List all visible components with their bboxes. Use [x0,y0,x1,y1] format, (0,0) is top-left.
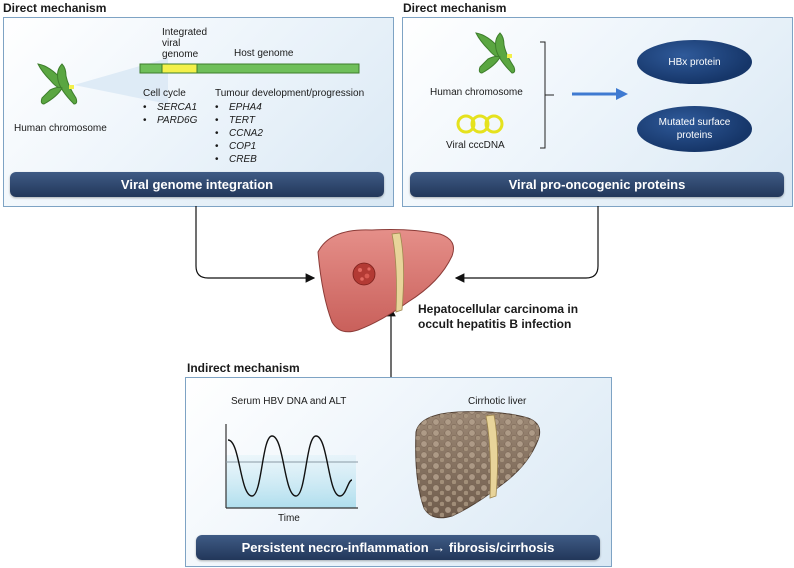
hcc-title: Hepatocellular carcinoma in occult hepat… [418,302,578,332]
necro-inflammation-banner: Persistent necro-inflammation → fibrosis… [196,535,600,560]
mutated-label-line-1: Mutated surface [658,117,731,128]
mutated-surface-proteins-oval: Mutated surface proteins [637,106,752,152]
bracket [540,41,554,149]
graph-title: Serum HBV DNA and ALT [231,396,347,407]
integrated-label-line-2: viral [162,38,181,49]
tumour-gene-list: •EPHA4 •TERT •CCNA2 •COP1 •CREB [215,101,263,166]
left-connector-arrow [195,206,316,283]
integrated-label-line-3: genome [162,49,199,60]
host-genome-label: Host genome [234,48,294,59]
list-item: •SERCA1 [143,102,198,113]
hcc-title-line-2: occult hepatitis B infection [418,317,572,331]
cirrhotic-liver-label: Cirrhotic liver [468,396,527,407]
tumour-title: Tumour development/progression [215,88,365,99]
human-chromosome-label-right: Human chromosome [430,87,523,98]
integrated-viral-genome-label: Integrated viral genome [162,27,207,60]
viral-genome-integration-banner: Viral genome integration [10,172,384,197]
cccdna-icon [456,114,504,134]
host-genome-bar [139,63,360,74]
blue-arrow-icon [572,88,628,100]
hbx-protein-oval: HBx protein [637,40,752,84]
graph-x-label: Time [278,513,300,524]
mutated-label-line-2: proteins [676,130,713,141]
cirrhotic-liver-icon [415,411,541,519]
list-item: •TERT [215,115,255,126]
list-item: •EPHA4 [215,102,262,113]
cccdna-label: Viral cccDNA [446,140,505,151]
human-chromosome-icon-right [475,32,516,74]
integrated-viral-segment [161,63,198,74]
top-right-heading: Direct mechanism [403,1,507,15]
list-item: •CREB [215,154,257,165]
viral-pro-oncogenic-banner: Viral pro-oncogenic proteins [410,172,784,197]
fluctuating-curve [227,435,353,497]
top-left-heading: Direct mechanism [3,1,107,15]
list-item: •PARD6G [143,115,198,126]
liver-icon [317,229,454,333]
cell-cycle-gene-list: •SERCA1 •PARD6G [143,101,197,127]
tumour-icon [352,262,376,286]
list-item: •COP1 [215,141,257,152]
human-chromosome-icon [37,63,78,105]
hcc-title-line-1: Hepatocellular carcinoma in [418,302,579,316]
hbv-alt-graph [225,424,358,509]
right-connector-arrow [454,206,599,283]
cell-cycle-title: Cell cycle [143,88,186,99]
human-chromosome-label: Human chromosome [14,123,107,134]
list-item: •CCNA2 [215,128,263,139]
bottom-heading: Indirect mechanism [187,361,300,375]
integrated-label-line-1: Integrated [162,27,208,38]
